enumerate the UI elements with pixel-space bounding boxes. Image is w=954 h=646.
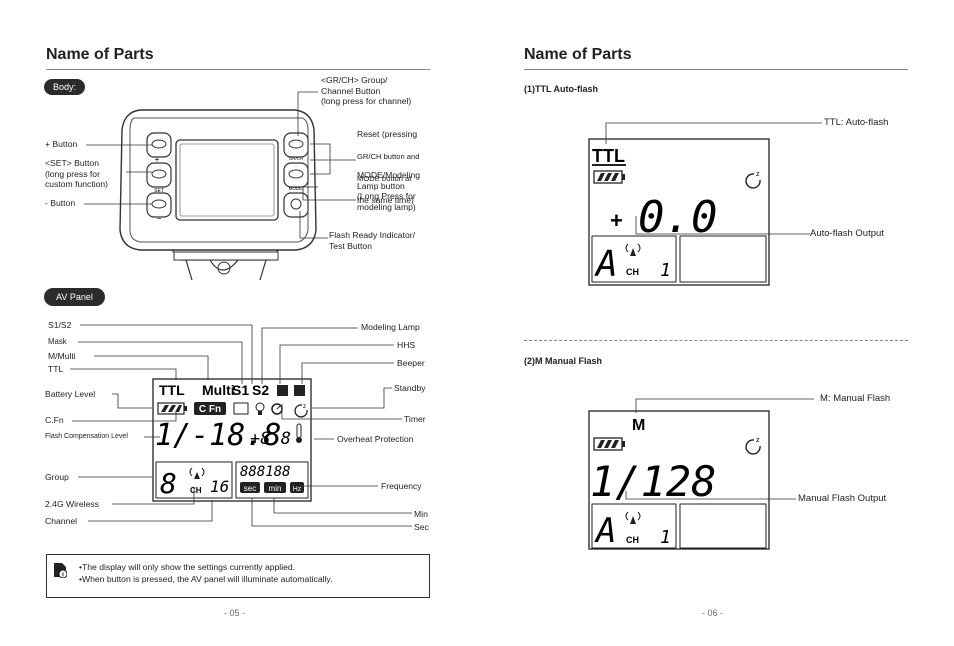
lcd-s2: S2 bbox=[252, 382, 269, 398]
body-badge: Body: bbox=[44, 79, 86, 95]
page-title-left: Name of Parts bbox=[46, 46, 154, 63]
ttl-lcd: TTL z + 0.0 A CH 1 bbox=[588, 138, 770, 286]
av-panel-badge: AV Panel bbox=[44, 288, 105, 306]
min-label: Min bbox=[414, 509, 428, 519]
ttl-lcd-sign: + bbox=[610, 208, 623, 233]
title-rule-left bbox=[46, 69, 430, 70]
timer-label: Timer bbox=[404, 414, 426, 424]
wireless-icon bbox=[625, 511, 641, 524]
lcd-s1: S1 bbox=[232, 382, 249, 398]
ttl-lcd-mode: TTL bbox=[592, 146, 625, 166]
ttl-auto-flash-label: TTL: Auto-flash bbox=[824, 117, 889, 128]
thermometer-icon bbox=[296, 423, 302, 443]
wireless-label: 2.4G Wireless bbox=[45, 499, 99, 509]
m-lcd: M z 1/128 A CH 1 bbox=[588, 410, 770, 551]
standby-icon: z bbox=[745, 437, 761, 455]
set-mark: SET bbox=[154, 188, 164, 194]
lcd-cfn: C Fn bbox=[199, 404, 221, 415]
grch-mark: GR/CH bbox=[289, 156, 304, 161]
ttl-leader-lines bbox=[605, 122, 822, 235]
ttl-lcd-group: A bbox=[594, 244, 618, 285]
wireless-icon bbox=[625, 243, 641, 256]
ttl-label: TTL bbox=[48, 364, 64, 374]
lcd-ttl: TTL bbox=[159, 382, 185, 398]
battery-icon bbox=[593, 437, 625, 451]
grch-button-label: <GR/CH> Group/ Channel Button (long pres… bbox=[321, 75, 412, 106]
lcd-comp: +8.8 bbox=[250, 429, 291, 449]
plus-button-label: + Button bbox=[45, 139, 78, 149]
battery-label: Battery Level bbox=[45, 389, 96, 399]
hhs-label: HHS bbox=[397, 340, 416, 350]
modeling-lamp-label: Modeling Lamp bbox=[361, 322, 420, 332]
auto-flash-output-label: Auto-flash Output bbox=[810, 228, 884, 239]
lcd-min: min bbox=[269, 484, 282, 493]
note-box: i •The display will only show the settin… bbox=[46, 554, 430, 598]
mode-mark: MODE/ bbox=[289, 186, 305, 191]
battery-icon bbox=[593, 170, 625, 184]
standby-label: Standby bbox=[394, 383, 426, 393]
m-multi-label: M/Multi bbox=[48, 351, 76, 361]
channel-label: Channel bbox=[45, 516, 78, 526]
m-manual-flash-label: M: Manual Flash bbox=[820, 393, 891, 404]
flash-body-diagram: + SET − GR/CH MODE/ bbox=[119, 109, 317, 280]
reset-label: Reset (pressing GR/CH button and MODE bu… bbox=[357, 129, 420, 205]
lcd-power: 1/-18.8 bbox=[155, 418, 281, 453]
m-heading: (2)M Manual Flash bbox=[524, 356, 603, 366]
m-lcd-value: 1/128 bbox=[590, 457, 716, 506]
body-leader-lines bbox=[84, 91, 356, 239]
page-number-right: - 06 - bbox=[702, 608, 724, 618]
s1s2-label: S1/S2 bbox=[48, 320, 72, 330]
m-lcd-ch: CH bbox=[626, 535, 639, 545]
title-rule-right bbox=[524, 69, 908, 70]
flash-comp-label: Flash Compensation Level bbox=[45, 433, 128, 440]
m-lcd-channel: 1 bbox=[660, 527, 671, 548]
svg-text:z: z bbox=[756, 171, 760, 178]
lcd-ch: CH bbox=[190, 486, 202, 495]
av-leader-lines bbox=[70, 324, 412, 527]
lcd-freq-digits: 888188 bbox=[240, 464, 291, 480]
m-lcd-mode: M bbox=[632, 417, 645, 434]
frequency-label: Frequency bbox=[381, 481, 422, 491]
svg-text:z: z bbox=[756, 437, 760, 444]
note-line-1: •The display will only show the settings… bbox=[79, 562, 296, 572]
sec-label: Sec bbox=[414, 522, 429, 532]
mode-button-label: MODE/Modeling Lamp button (Long Press fo… bbox=[357, 170, 421, 212]
m-leader-lines bbox=[625, 398, 814, 500]
svg-text:z: z bbox=[303, 404, 306, 410]
lcd-channel: 16 bbox=[210, 477, 229, 496]
section-divider bbox=[524, 340, 908, 341]
svg-text:i: i bbox=[62, 573, 64, 579]
bulb-icon bbox=[255, 402, 265, 415]
beeper-label: Beeper bbox=[397, 358, 425, 368]
ttl-heading: (1)TTL Auto-flash bbox=[524, 84, 598, 94]
ttl-lcd-ch: CH bbox=[626, 267, 639, 277]
lcd-multi: Multi bbox=[202, 382, 235, 398]
wireless-icon bbox=[189, 467, 205, 479]
av-panel-lcd: TTL Multi S1 S2 C Fn z 1/-18.8 +8.8 8 CH… bbox=[152, 378, 312, 502]
mask-label: Mask bbox=[48, 337, 67, 346]
flash-ready-label: Flash Ready Indicator/ Test Button bbox=[329, 230, 415, 251]
note-line-2: •When button is pressed, the AV panel wi… bbox=[79, 574, 333, 584]
manual-flash-output-label: Manual Flash Output bbox=[798, 493, 887, 504]
m-lcd-group: A bbox=[594, 511, 616, 550]
lcd-hz: Hz bbox=[293, 486, 302, 493]
set-button-label: <SET> Button (long press for custom func… bbox=[45, 158, 109, 189]
lcd-sec: sec bbox=[244, 484, 256, 493]
minus-button-label: - Button bbox=[45, 198, 76, 208]
lcd-group: 8 bbox=[160, 467, 177, 500]
svg-text:−: − bbox=[157, 214, 162, 223]
standby-icon: z bbox=[294, 404, 308, 418]
info-icon: i bbox=[54, 563, 67, 579]
svg-text:+: + bbox=[155, 155, 160, 164]
group-label: Group bbox=[45, 472, 69, 482]
standby-icon: z bbox=[745, 171, 761, 189]
cfn-label: C.Fn bbox=[45, 415, 64, 425]
page-title-right: Name of Parts bbox=[524, 46, 632, 63]
ttl-lcd-value: 0.0 bbox=[638, 192, 717, 243]
page-number-left: - 05 - bbox=[224, 608, 246, 618]
ttl-lcd-channel: 1 bbox=[660, 260, 671, 281]
overheat-label: Overheat Protection bbox=[337, 434, 414, 444]
battery-icon bbox=[157, 402, 187, 415]
